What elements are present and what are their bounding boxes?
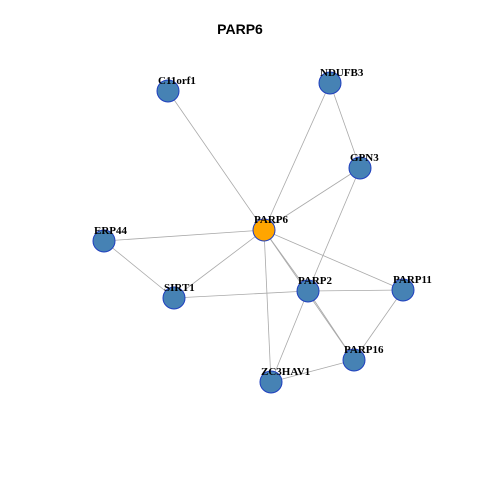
node-parp6: PARP6 bbox=[252, 214, 289, 242]
node-circle-parp6 bbox=[252, 218, 276, 242]
node-label-c11orf1: C11orf1 bbox=[158, 75, 196, 87]
node-circle-erp44 bbox=[92, 229, 116, 253]
node-label-parp2: PARP2 bbox=[298, 275, 333, 287]
node-circle-zc3hav1 bbox=[259, 370, 283, 394]
edge-layer bbox=[103, 82, 404, 383]
edge-parp6-erp44 bbox=[103, 229, 265, 242]
edge-parp6-parp11 bbox=[263, 229, 404, 291]
node-sirt1: SIRT1 bbox=[162, 282, 195, 310]
node-erp44: ERP44 bbox=[92, 225, 128, 253]
edge-parp11-parp16 bbox=[353, 289, 404, 361]
node-circle-parp11 bbox=[391, 278, 415, 302]
edge-parp2-parp16 bbox=[307, 290, 355, 361]
edge-parp6-zc3hav1 bbox=[263, 229, 272, 383]
diagram-title: PARP6 bbox=[217, 21, 263, 37]
edge-parp6-c11orf1 bbox=[167, 90, 265, 231]
edge-erp44-sirt1 bbox=[103, 240, 175, 299]
edge-gpn3-parp2 bbox=[307, 167, 361, 292]
node-label-gpn3: GPN3 bbox=[350, 152, 379, 164]
node-label-sirt1: SIRT1 bbox=[164, 282, 195, 294]
node-gpn3: GPN3 bbox=[348, 152, 379, 180]
edge-parp2-zc3hav1 bbox=[270, 290, 309, 383]
node-parp16: PARP16 bbox=[342, 344, 384, 372]
node-label-parp11: PARP11 bbox=[393, 274, 432, 286]
node-parp11: PARP11 bbox=[391, 274, 432, 302]
edge-parp2-parp11 bbox=[307, 289, 404, 292]
edge-parp6-ndufb3 bbox=[263, 82, 331, 231]
node-circle-c11orf1 bbox=[156, 79, 180, 103]
node-label-parp6: PARP6 bbox=[254, 214, 289, 226]
edge-ndufb3-gpn3 bbox=[329, 82, 361, 169]
edge-parp6-gpn3 bbox=[263, 167, 361, 231]
node-label-erp44: ERP44 bbox=[94, 225, 128, 237]
node-ndufb3: NDUFB3 bbox=[318, 67, 364, 95]
node-circle-parp16 bbox=[342, 348, 366, 372]
node-parp2: PARP2 bbox=[296, 275, 333, 303]
edge-zc3hav1-parp16 bbox=[270, 359, 355, 383]
node-label-parp16: PARP16 bbox=[344, 344, 384, 356]
edge-sirt1-parp2 bbox=[173, 290, 309, 299]
node-c11orf1: C11orf1 bbox=[156, 75, 196, 103]
node-circle-ndufb3 bbox=[318, 71, 342, 95]
edge-parp6-sirt1 bbox=[173, 229, 265, 299]
node-label-ndufb3: NDUFB3 bbox=[320, 67, 364, 79]
node-circle-sirt1 bbox=[162, 286, 186, 310]
node-circle-parp2 bbox=[296, 279, 320, 303]
node-zc3hav1: ZC3HAV1 bbox=[259, 366, 310, 394]
node-circle-gpn3 bbox=[348, 156, 372, 180]
node-label-zc3hav1: ZC3HAV1 bbox=[261, 366, 310, 378]
